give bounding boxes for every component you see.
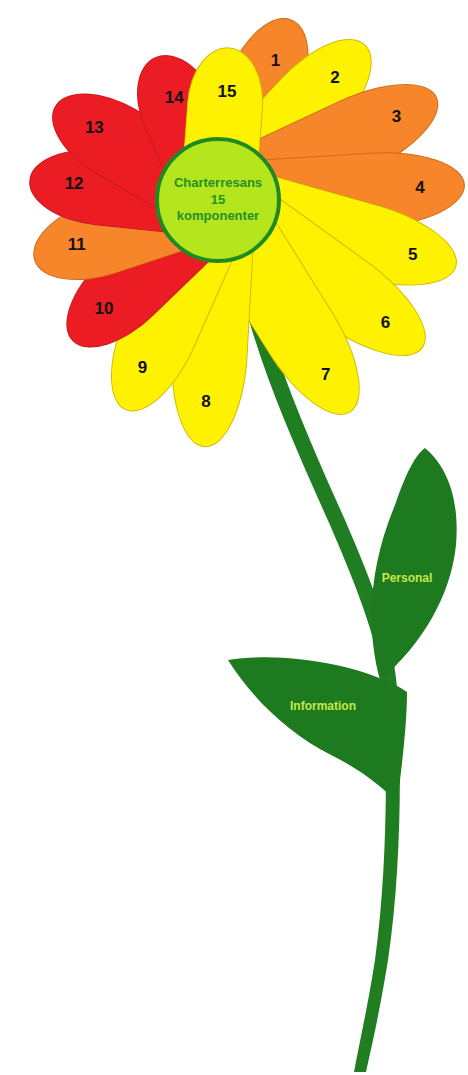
callout-number: 5	[408, 246, 417, 266]
callout-number: 6	[381, 312, 390, 332]
stem-leaf: Personal	[350, 445, 462, 690]
callout-number: 9	[138, 359, 147, 379]
callout-number: 15	[217, 82, 236, 102]
leaf-shape	[350, 445, 462, 690]
callout-number: 1	[271, 51, 280, 71]
callout-number: 4	[415, 178, 424, 198]
callout-number: 3	[392, 107, 401, 127]
callout-number: 7	[321, 365, 330, 385]
leaf-label: Personal	[382, 571, 433, 585]
callout-number: 14	[165, 88, 184, 108]
leaf-label: Information	[290, 699, 356, 713]
callout-number: 12	[65, 174, 84, 194]
callout-number: 10	[95, 299, 114, 319]
leaf-outline	[372, 448, 457, 680]
stem-leaf: Information	[225, 650, 410, 805]
callout-number: 2	[330, 67, 339, 87]
callout-number: 13	[85, 118, 104, 138]
callout-number: 11	[68, 236, 86, 256]
leaf-outline	[228, 657, 407, 802]
center-circle: Charterresans 15 komponenter	[155, 137, 281, 263]
callout-number: 8	[201, 392, 210, 412]
center-label: Charterresans 15 komponenter	[168, 175, 268, 226]
leaf-shape	[225, 650, 410, 805]
